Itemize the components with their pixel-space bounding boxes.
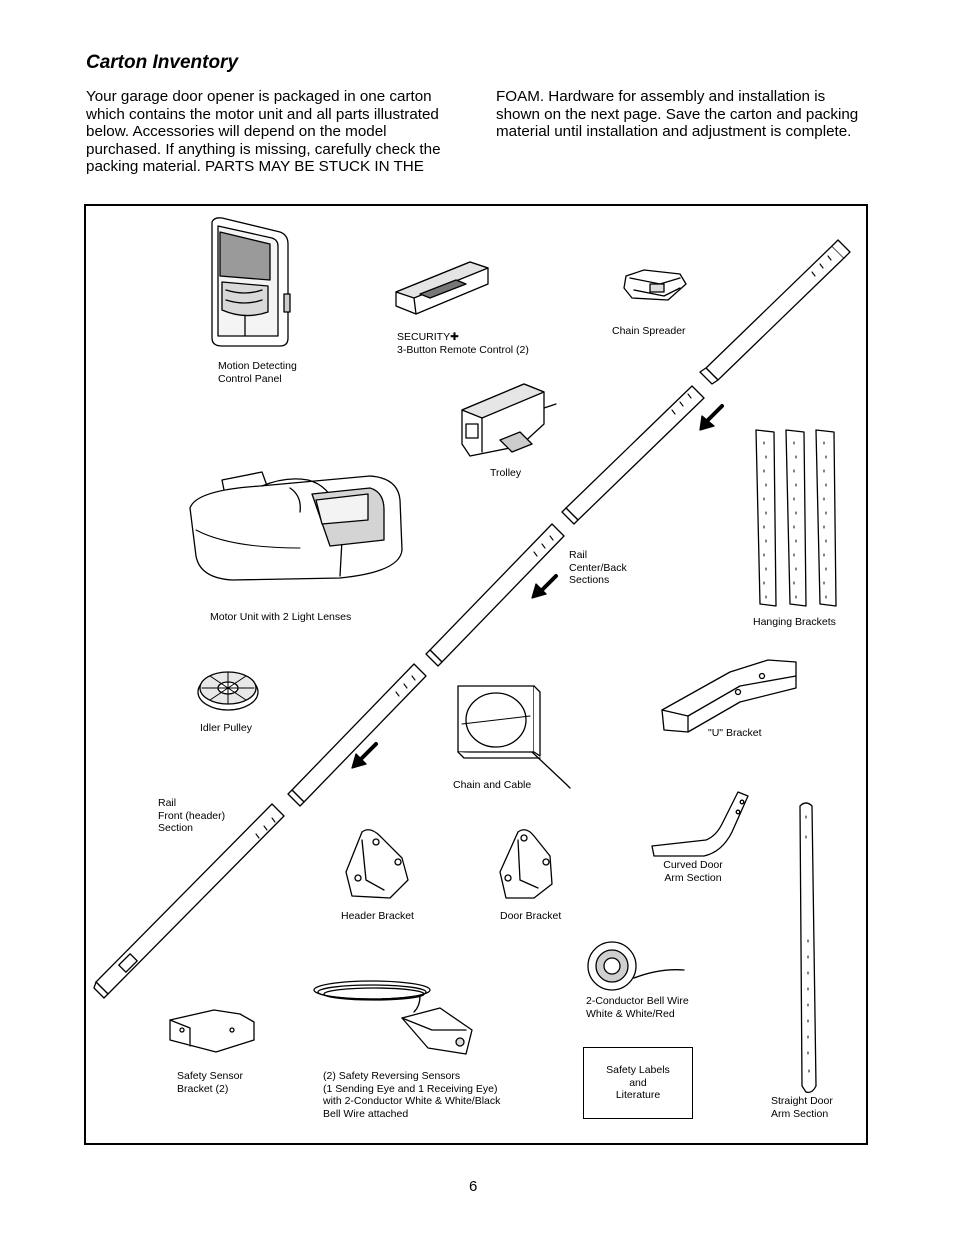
label-chain-and-cable: Chain and Cable xyxy=(453,779,532,791)
straight-arm-holes xyxy=(805,815,810,1073)
header-bracket-drawing xyxy=(345,829,409,899)
intro-paragraph-col2: FOAM. Hardware for assembly and installa… xyxy=(496,88,859,141)
motor-unit-drawing xyxy=(189,471,403,581)
label-door-bracket: Door Bracket xyxy=(500,910,562,922)
remote-control-drawing xyxy=(395,261,489,315)
curved-arm-drawing xyxy=(651,791,749,857)
label-u-bracket: "U" Bracket xyxy=(708,727,762,739)
u-bracket-drawing xyxy=(661,659,797,733)
label-sensor-bracket: Safety Sensor Bracket (2) xyxy=(177,1070,243,1095)
label-chain-spreader: Chain Spreader xyxy=(612,325,686,337)
trolley-drawing xyxy=(461,383,557,457)
label-rail-front-section: Rail Front (header) Section xyxy=(158,797,226,835)
label-control-panel: Motion Detecting Control Panel xyxy=(218,360,297,385)
label-safety-labels: Safety Labels and Literature xyxy=(606,1064,670,1102)
safety-labels-box: Safety Labels and Literature xyxy=(583,1047,693,1119)
label-hanging-brackets: Hanging Brackets xyxy=(753,616,836,628)
inventory-frame xyxy=(84,204,868,1145)
label-trolley: Trolley xyxy=(490,467,522,479)
assembly-arrows xyxy=(351,404,724,769)
sensor-bracket-drawing xyxy=(169,1009,255,1053)
idler-pulley-drawing xyxy=(197,671,259,711)
door-bracket-drawing xyxy=(499,829,553,899)
hanging-bracket-holes xyxy=(763,441,827,599)
straight-arm-drawing xyxy=(799,802,817,1094)
control-panel-drawing xyxy=(211,217,291,347)
page-number: 6 xyxy=(469,1178,478,1195)
safety-sensors-drawing xyxy=(313,980,473,1055)
label-curved-door-arm: Curved Door Arm Section xyxy=(663,859,723,884)
bell-wire-drawing xyxy=(587,941,685,991)
chain-cable-drawing xyxy=(457,685,571,789)
rail-hole-marks xyxy=(255,255,832,839)
label-straight-door-arm: Straight Door Arm Section xyxy=(771,1095,833,1120)
page-title: Carton Inventory xyxy=(86,52,239,73)
label-bell-wire: 2-Conductor Bell Wire White & White/Red xyxy=(586,995,689,1020)
rail-sections-drawing xyxy=(93,239,851,999)
label-safety-sensors: (2) Safety Reversing Sensors (1 Sending … xyxy=(323,1070,501,1120)
chain-spreader-drawing xyxy=(623,269,687,301)
label-header-bracket: Header Bracket xyxy=(341,910,414,922)
label-rail-center-back: Rail Center/Back Sections xyxy=(569,549,627,587)
label-motor-unit: Motor Unit with 2 Light Lenses xyxy=(210,611,352,623)
hanging-brackets-drawing xyxy=(755,429,837,607)
label-idler-pulley: Idler Pulley xyxy=(200,722,252,734)
label-remote-control: SECURITY✚ 3-Button Remote Control (2) xyxy=(397,331,529,356)
intro-paragraph-col1: Your garage door opener is packaged in o… xyxy=(86,88,441,176)
